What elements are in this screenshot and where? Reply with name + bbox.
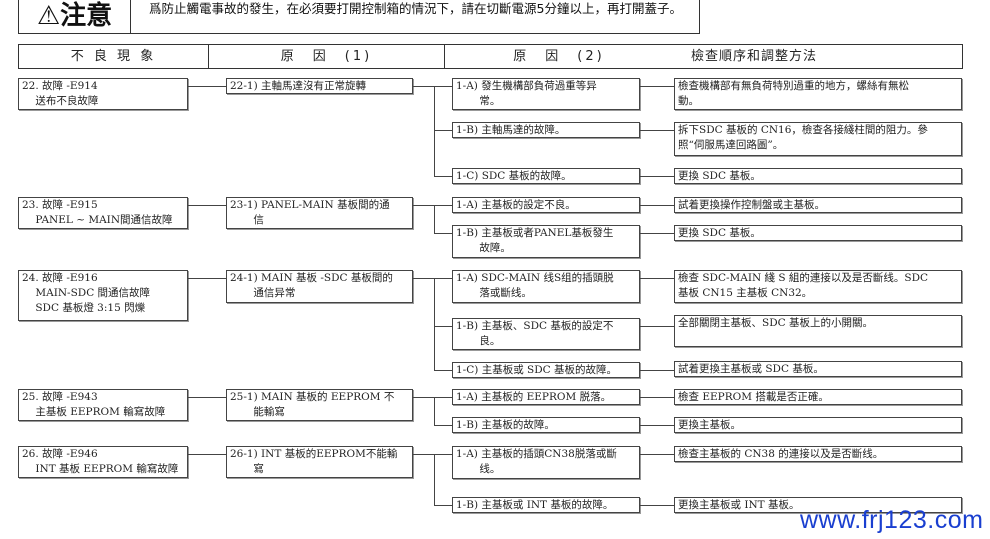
fault-box: 23. 故障 -E915 PANEL ~ MAIN間通信故障 (18, 197, 188, 229)
header-cause1: 原 因 (1) (209, 45, 445, 68)
connector-line (188, 397, 226, 398)
cause2-box: 1-C) 主基板或 SDC 基板的故障。 (452, 362, 640, 378)
action-box: 更換 SDC 基板。 (674, 168, 962, 184)
header-fault: 不 良 現 象 (19, 45, 209, 68)
connector-line (434, 425, 452, 426)
connector-line (434, 86, 435, 177)
connector-line (434, 278, 452, 279)
connector-line (413, 454, 434, 455)
cause1-box: 22-1) 主軸馬達沒有正常旋轉 (226, 78, 413, 94)
connector-line (434, 176, 452, 177)
connector-line (188, 278, 226, 279)
connector-line (640, 397, 674, 398)
caution-label: ⚠注意 (19, 0, 131, 33)
connector-line (434, 326, 452, 327)
cause1-box: 26-1) INT 基板的EEPROM不能輸 寫 (226, 446, 413, 478)
cause2-box: 1-B) 主基板或 INT 基板的故障。 (452, 497, 640, 513)
action-box: 試着更換主基板或 SDC 基板。 (674, 361, 962, 377)
table-header: 不 良 現 象 原 因 (1) 原 因 (2) 檢查順序和調整方法 (18, 44, 963, 69)
caution-banner: ⚠注意 爲防止觸電事故的發生，在必須要打開控制箱的情況下，請在切斷電源5分鐘以上… (18, 0, 700, 34)
cause2-box: 1-B) 主軸馬達的故障。 (452, 122, 640, 138)
connector-line (640, 233, 674, 234)
cause1-box: 25-1) MAIN 基板的 EEPROM 不 能輸寫 (226, 389, 413, 421)
connector-line (640, 505, 674, 506)
fault-box: 22. 故障 -E914 送布不良故障 (18, 78, 188, 110)
cause2-box: 1-A) 主基板的插頭CN38脱落或斷 线。 (452, 446, 640, 479)
connector-line (640, 425, 674, 426)
connector-line (434, 130, 452, 131)
watermark: www.frj123.com (800, 506, 984, 534)
header-action: 檢查順序和調整方法 (690, 49, 817, 64)
cause2-box: 1-A) 主基板的 EEPROM 脱落。 (452, 389, 640, 405)
action-box: 更換 SDC 基板。 (674, 225, 962, 241)
cause2-box: 1-A) 主基板的設定不良。 (452, 197, 640, 213)
connector-line (640, 176, 674, 177)
cause2-box: 1-C) SDC 基板的故障。 (452, 168, 640, 184)
connector-line (434, 233, 452, 234)
connector-line (434, 86, 452, 87)
connector-line (413, 278, 434, 279)
connector-line (434, 454, 435, 506)
cause1-box: 24-1) MAIN 基板 -SDC 基板間的 通信异常 (226, 270, 413, 303)
action-box: 檢查機構部有無負荷特別過重的地方，螺絲有無松 動。 (674, 78, 962, 110)
connector-line (434, 505, 452, 506)
action-box: 檢查主基板的 CN38 的連接以及是否斷线。 (674, 446, 962, 462)
caution-text: 爲防止觸電事故的發生，在必須要打開控制箱的情況下，請在切斷電源5分鐘以上，再打開… (149, 1, 682, 16)
connector-line (434, 205, 435, 234)
connector-line (413, 205, 434, 206)
connector-line (413, 86, 434, 87)
cause2-box: 1-B) 主基板或者PANEL基板發生 故障。 (452, 225, 640, 258)
caution-title: 注意 (60, 1, 113, 31)
action-box: 更換主基板。 (674, 417, 962, 433)
cause2-box: 1-A) 發生機構部負荷過重等异 常。 (452, 78, 640, 110)
warning-triangle-icon: ⚠ (36, 1, 61, 31)
cause1-box: 23-1) PANEL-MAIN 基板間的通 信 (226, 197, 413, 229)
cause2-box: 1-A) SDC-MAIN 线S组的插頭脱 落或斷线。 (452, 270, 640, 303)
cause2-box: 1-B) 主基板、SDC 基板的設定不 良。 (452, 318, 640, 350)
connector-line (640, 370, 674, 371)
connector-line (188, 454, 226, 455)
connector-line (188, 86, 226, 87)
connector-line (188, 205, 226, 206)
connector-line (640, 205, 674, 206)
connector-line (413, 397, 434, 398)
connector-line (640, 278, 674, 279)
connector-line (434, 397, 435, 426)
connector-line (434, 454, 452, 455)
fault-box: 24. 故障 -E916 MAIN-SDC 間通信故障 SDC 基板燈 3:15… (18, 270, 188, 321)
action-box: 試着更換操作控制盤或主基板。 (674, 197, 962, 213)
connector-line (434, 370, 452, 371)
action-box: 更換主基板或 INT 基板。 (674, 497, 962, 513)
connector-line (434, 205, 452, 206)
action-box: 拆下SDC 基板的 CN16，檢查各接綫柱間的阻力。參 照“伺服馬達回路圖”。 (674, 122, 962, 156)
action-box: 檢查 SDC-MAIN 綫 S 組的連接以及是否斷线。SDC 基板 CN15 主… (674, 270, 962, 303)
connector-line (434, 278, 435, 371)
header-cause2: 原 因 (2) (513, 49, 605, 64)
connector-line (434, 397, 452, 398)
connector-line (640, 326, 674, 327)
connector-line (640, 454, 674, 455)
connector-line (640, 86, 674, 87)
fault-box: 26. 故障 -E946 INT 基板 EEPROM 輸寫故障 (18, 446, 188, 478)
action-box: 檢查 EEPROM 搭載是否正確。 (674, 389, 962, 405)
cause2-box: 1-B) 主基板的故障。 (452, 417, 640, 433)
action-box: 全部關閉主基板、SDC 基板上的小開關。 (674, 315, 962, 347)
fault-box: 25. 故障 -E943 主基板 EEPROM 輸寫故障 (18, 389, 188, 421)
connector-line (640, 130, 674, 131)
